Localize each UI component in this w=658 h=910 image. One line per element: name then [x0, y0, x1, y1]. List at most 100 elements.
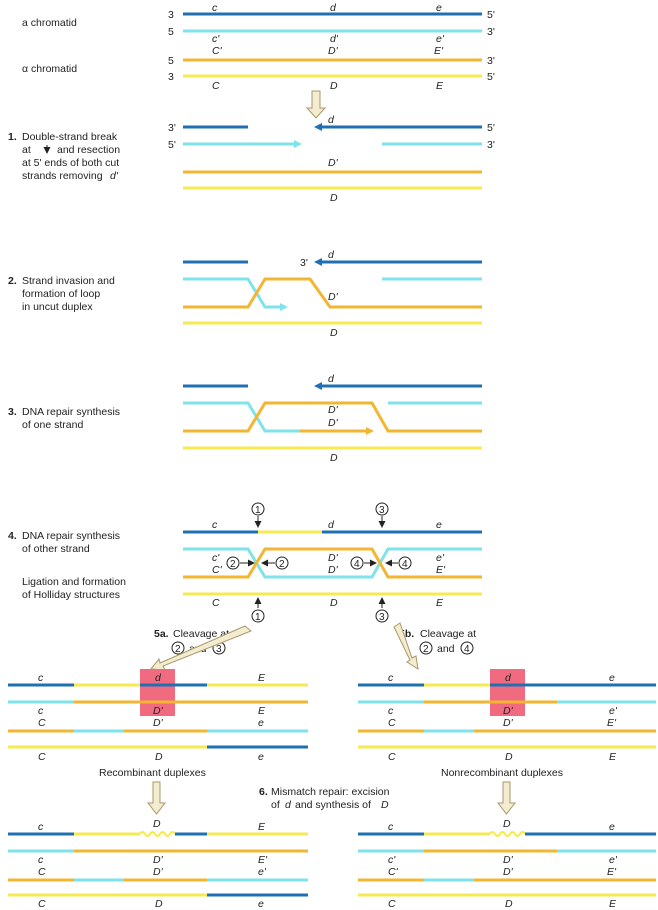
gene-label: D'	[328, 45, 339, 57]
step-text: DNA repair synthesis	[22, 530, 120, 542]
gene-label: C	[212, 80, 220, 92]
gene-label: D'	[328, 291, 339, 303]
gene-label: D'	[328, 564, 339, 576]
recombinant-duplexes: c d E c D' E C D' e C D e Recombinant du…	[8, 669, 308, 779]
gene-label: e	[258, 751, 264, 763]
step-number: 1.	[8, 131, 17, 143]
site-1-circle	[251, 502, 265, 516]
gene-label: D'	[153, 717, 164, 729]
step-text: of	[271, 799, 280, 811]
gene-label: C	[388, 717, 396, 729]
gene-label: d'	[330, 33, 339, 45]
step-text: Ligation and formation	[22, 576, 126, 588]
end-label: 3'	[300, 257, 308, 269]
end-label: 3	[168, 9, 174, 21]
site-number: 3	[379, 505, 385, 516]
gene-label: E	[609, 751, 617, 763]
site-4-circle	[460, 641, 474, 655]
gene-label: c	[212, 519, 218, 531]
gene-label: D'	[503, 705, 514, 717]
strand	[183, 277, 482, 309]
step-text: and resection	[57, 144, 120, 156]
step-1: 1. Double-strand break at and resection …	[8, 114, 495, 204]
step-4: 4. DNA repair synthesis of other strand …	[8, 502, 482, 623]
gene-label: c	[38, 821, 44, 833]
end-label: 5'	[168, 139, 176, 151]
nonrecombinant-label: Nonrecombinant duplexes	[441, 767, 563, 779]
gene-label: d	[328, 114, 335, 126]
gene-label: D'	[328, 552, 339, 564]
gene-label: D	[330, 327, 338, 339]
step-text: D	[381, 799, 389, 811]
strand	[183, 401, 300, 433]
step-text: and synthesis of	[295, 799, 371, 811]
site-2-circle	[226, 556, 240, 570]
synthesis-squiggle	[139, 831, 176, 837]
end-label: 3'	[487, 55, 495, 67]
site-number: 4	[402, 559, 408, 570]
gene-label: E	[258, 705, 266, 717]
gene-label: D	[505, 751, 513, 763]
gene-label: e	[258, 898, 264, 910]
gene-label: d	[155, 672, 162, 684]
step-6: 6. Mismatch repair: excision of d and sy…	[146, 781, 517, 815]
repaired-recombinant: c D E c D' E' C D' e' C D e	[8, 818, 308, 910]
gene-label: D'	[503, 717, 514, 729]
gene-label: D'	[503, 854, 514, 866]
step-text: and	[437, 643, 455, 655]
end-label: 3'	[168, 122, 176, 134]
gene-label: E'	[436, 564, 446, 576]
gene-label: D	[330, 597, 338, 609]
gene-label: D'	[153, 866, 164, 878]
gene-label: c'	[388, 854, 396, 866]
gene-label: E	[436, 80, 444, 92]
end-label: 5'	[487, 122, 495, 134]
step-text: d	[285, 799, 292, 811]
strand	[183, 401, 482, 433]
gene-label: C'	[212, 45, 223, 57]
end-label: 5	[168, 26, 174, 38]
step-number: 5a.	[154, 628, 169, 640]
step-text: strands removing	[22, 170, 103, 182]
gene-label: e	[258, 717, 264, 729]
site-4-circle	[398, 556, 412, 570]
site-4-circle	[350, 556, 364, 570]
gene-label: D	[330, 80, 338, 92]
gene-label: c	[38, 854, 44, 866]
step-text: of other strand	[22, 543, 90, 555]
gene-label: E'	[434, 45, 444, 57]
step-text: Mismatch repair: excision	[271, 786, 390, 798]
step-text: d'	[110, 170, 119, 182]
gene-label: E'	[607, 717, 617, 729]
gene-label: D'	[328, 417, 339, 429]
gene-label: C	[388, 898, 396, 910]
step-text: Cleavage at	[420, 628, 476, 640]
gene-label: C'	[388, 866, 399, 878]
step-text: Strand invasion and	[22, 275, 115, 287]
step-text: at 5' ends of both cut	[22, 157, 119, 169]
gene-label: c'	[212, 552, 220, 564]
gene-label: C	[38, 898, 46, 910]
site-number: 3	[216, 644, 222, 655]
gene-label: e'	[609, 705, 618, 717]
gene-label: e	[609, 672, 615, 684]
hollow-down-arrow-icon	[146, 781, 167, 815]
gene-label: e'	[258, 866, 267, 878]
step-3: 3. DNA repair synthesis of one strand d …	[8, 373, 482, 464]
gene-label: C	[388, 751, 396, 763]
initial-chromatids: a chromatid α chromatid 3 5' c d e 5 3' …	[22, 2, 495, 92]
gene-label: e	[436, 2, 442, 14]
site-2-circle	[275, 556, 289, 570]
end-label: 3'	[487, 139, 495, 151]
site-number: 2	[279, 559, 285, 570]
step-text: formation of loop	[22, 288, 100, 300]
gene-label: E'	[607, 866, 617, 878]
gene-label: e	[609, 821, 615, 833]
gene-label: D	[153, 818, 161, 830]
hollow-down-arrow-icon	[496, 781, 517, 815]
step-text: of one strand	[22, 419, 83, 431]
gene-label: e	[436, 519, 442, 531]
strand	[183, 277, 288, 311]
gene-label: C	[212, 597, 220, 609]
mismatch-highlight	[490, 669, 525, 716]
